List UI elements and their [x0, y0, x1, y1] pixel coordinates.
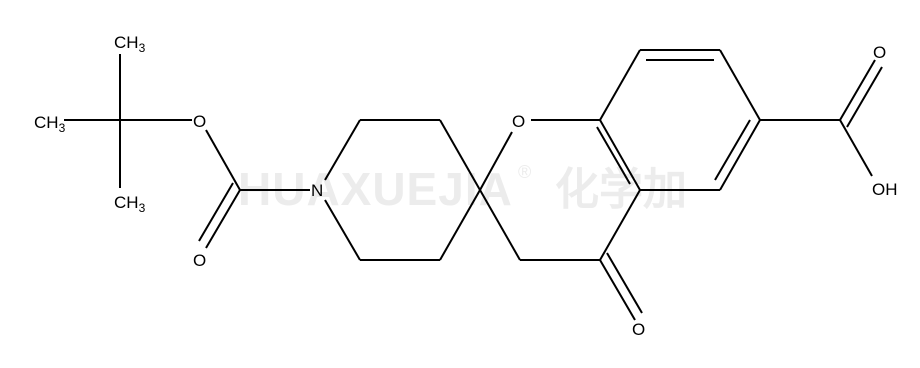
- bond-ketone-1: [599, 259, 636, 321]
- bond-o-carbamate-c: [205, 129, 241, 191]
- bond-c6-c5-inner: [714, 119, 751, 181]
- atom-ch3-top: CH3: [114, 33, 146, 55]
- bond-c8a-c8: [599, 49, 641, 121]
- bond-spiro-c5: [439, 189, 481, 261]
- atom-o-ester: O: [193, 112, 206, 131]
- bond-spiro-c3: [479, 189, 521, 261]
- atom-o-ring: O: [512, 112, 525, 131]
- bond-c4a-c8a: [599, 119, 641, 191]
- bonds: [64, 49, 883, 321]
- bond-c6-n: [324, 199, 361, 261]
- atom-ch3-bottom: CH3: [114, 193, 146, 215]
- atom-labels: CH3 CH3 CH3 O O N O O O OH: [34, 33, 898, 339]
- bond-acid-c-oh: [839, 119, 873, 177]
- bond-c3-spiro: [439, 119, 481, 191]
- bond-c6-c5: [719, 119, 761, 191]
- bond-carbamate-co-1: [205, 189, 241, 249]
- bond-c4-c4a: [599, 189, 641, 261]
- atom-ch3-left: CH3: [34, 113, 66, 135]
- bond-c4a-c8a-inner: [596, 126, 631, 185]
- watermark: HUAXUEJIA ® 化学加: [238, 162, 687, 215]
- bond-ketone-2: [606, 252, 643, 314]
- bond-acid-co-1: [839, 59, 876, 121]
- atom-o-acid-carbonyl: O: [873, 43, 886, 62]
- atom-o-ketone: O: [632, 320, 645, 339]
- watermark-registered-mark: ®: [518, 162, 531, 182]
- bond-c7-c6: [719, 49, 761, 121]
- bond-n-c2: [324, 119, 361, 181]
- atom-n-piperidine: N: [311, 181, 323, 200]
- atom-oh-acid: OH: [872, 180, 898, 199]
- atom-o-boc-carbonyl: O: [193, 251, 206, 270]
- bond-acid-co-2: [846, 66, 883, 128]
- bond-spiro-o-ring: [479, 131, 513, 191]
- bond-carbamate-co-2: [198, 182, 234, 242]
